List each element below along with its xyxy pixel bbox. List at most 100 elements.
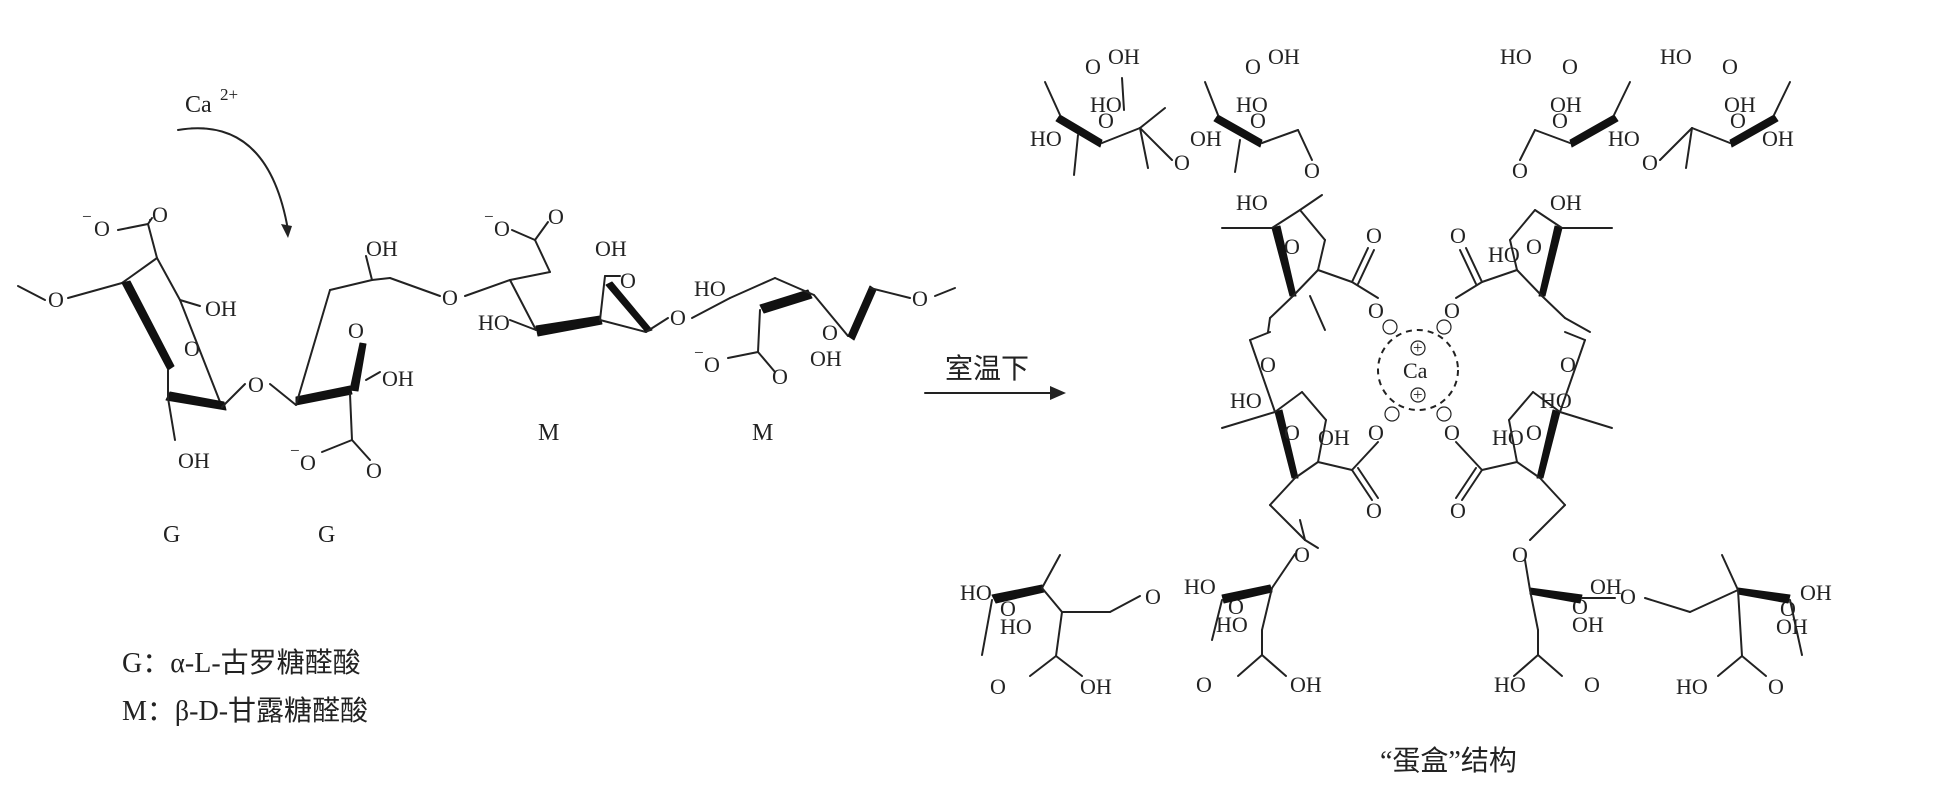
ring-o-atom: O	[620, 268, 636, 293]
bond	[1534, 209, 1563, 229]
wedge-bond	[1729, 114, 1779, 148]
wedge-bond	[759, 289, 813, 314]
bond	[1559, 411, 1613, 429]
oh-group: OH	[1550, 190, 1582, 215]
bond	[1041, 554, 1061, 589]
carboxylate-o-minus: O	[1368, 420, 1384, 445]
bond	[1455, 441, 1483, 471]
chain-end-bond-right	[934, 287, 956, 297]
inner-ring-left-upper: HO O O	[1221, 190, 1353, 377]
monomer-label-g: G	[318, 522, 335, 548]
bond	[1481, 461, 1518, 471]
carboxyl-o-atom: O	[1562, 54, 1578, 79]
bond	[1455, 281, 1483, 299]
bond	[1261, 654, 1287, 677]
bond	[1559, 339, 1586, 413]
alginate-chain: Ca 2+ O O O − O OH	[17, 85, 956, 727]
bond	[221, 383, 246, 408]
bond	[1294, 461, 1319, 479]
bond	[1508, 391, 1534, 421]
oh-group: OH	[382, 366, 414, 391]
monomer-label-m: M	[752, 420, 773, 446]
bond	[1211, 599, 1223, 641]
carboxylate-o-minus: O	[94, 216, 110, 241]
bond	[1101, 127, 1141, 144]
carboxyl-o-atom: O	[1196, 672, 1212, 697]
carboxyl-o-atom: O	[1584, 672, 1600, 697]
bond	[1237, 654, 1263, 677]
wedge-bond	[1274, 409, 1299, 479]
oh-group: OH	[1800, 580, 1832, 605]
negative-charge	[1436, 406, 1452, 422]
oh-group: OH	[1318, 425, 1350, 450]
bond	[179, 299, 201, 307]
bond	[1351, 281, 1379, 299]
wedge-bond	[1221, 584, 1273, 604]
bond	[1513, 654, 1539, 677]
ring-o-atom: O	[348, 318, 364, 343]
reagent-ion-label: Ca	[185, 92, 212, 118]
ring-o-atom: O	[1526, 420, 1542, 445]
ring-o-atom: O	[1284, 234, 1300, 259]
bond	[1737, 589, 1743, 657]
ho-group: HO	[478, 310, 510, 335]
g-ring-1: O O − O OH OH O	[82, 202, 264, 473]
bond	[1351, 247, 1369, 283]
top-left-rings: O OH HO HO O O O OH HO OH O O	[1030, 44, 1320, 183]
bond	[727, 351, 759, 359]
bond	[1351, 469, 1373, 501]
ho-group: HO	[1494, 672, 1526, 697]
curved-arrow-head	[281, 224, 292, 238]
carboxyl-o-atom: O	[1245, 54, 1261, 79]
carboxylate-o-minus: O	[300, 450, 316, 475]
inner-ring-right-upper: OH O HO O	[1481, 190, 1613, 377]
bond	[691, 297, 731, 319]
ho-group: HO	[1500, 44, 1532, 69]
ring-o-atom: O	[1000, 596, 1016, 621]
negative-charge	[1384, 406, 1400, 422]
bond	[1055, 655, 1083, 677]
bond	[599, 319, 647, 333]
o-atom: O	[48, 287, 64, 312]
carboxyl-o-atom: O	[772, 364, 788, 389]
bond	[1073, 134, 1079, 176]
ho-group: HO	[1090, 92, 1122, 117]
linker-o-atom: O	[1512, 158, 1528, 183]
calcium-coordination-circle	[1377, 329, 1459, 411]
glycosidic-o-atom: O	[248, 372, 264, 397]
oh-group: OH	[1550, 92, 1582, 117]
linker-o-atom: O	[1304, 158, 1320, 183]
bond	[464, 279, 511, 297]
top-right-rings: HO O OH O HO O HO O OH O OH O	[1500, 44, 1794, 183]
positive-charge	[1410, 387, 1426, 403]
g-ring-2: O OH OH O − O O	[269, 236, 458, 483]
bond	[1292, 269, 1319, 297]
negative-charge	[1436, 319, 1452, 335]
oh-group: OH	[1590, 574, 1622, 599]
bond	[1481, 269, 1518, 283]
bond	[1357, 467, 1379, 499]
bond	[1299, 209, 1326, 241]
ho-group: HO	[1000, 614, 1032, 639]
bond	[1204, 81, 1219, 116]
carboxyl-o-atom: O	[1085, 54, 1101, 79]
bond	[389, 277, 441, 297]
wedge-bond	[1055, 114, 1103, 148]
wedge-bond	[1737, 587, 1791, 604]
oh-group: OH	[595, 236, 627, 261]
oh-group: OH	[205, 296, 237, 321]
reagent-charge-label: 2+	[220, 85, 238, 104]
oh-group: OH	[366, 236, 398, 261]
positive-charge	[1410, 340, 1426, 356]
linker-o-atom: O	[1145, 584, 1161, 609]
bond	[1221, 411, 1276, 429]
bond	[1317, 461, 1353, 471]
m-ring-1: O OH O − O HO O	[464, 204, 686, 337]
bond	[329, 279, 373, 291]
bond	[1317, 419, 1327, 463]
bond	[1301, 391, 1327, 421]
bond	[1317, 269, 1353, 283]
bond	[1299, 519, 1306, 541]
bond	[1509, 239, 1518, 271]
